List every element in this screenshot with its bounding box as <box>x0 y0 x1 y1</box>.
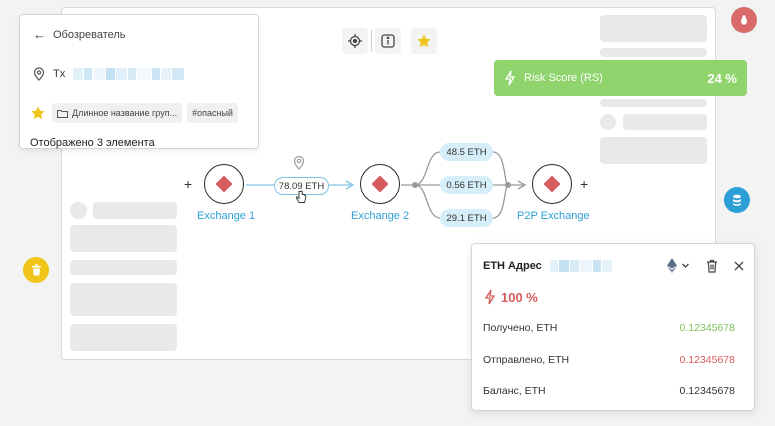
node-exchange-2[interactable] <box>360 164 400 204</box>
risk-score-value: 24 % <box>707 70 737 86</box>
delete-button[interactable] <box>23 257 49 283</box>
alert-button[interactable] <box>731 7 757 33</box>
group-tag[interactable]: Длинное название груп... <box>52 103 183 123</box>
edge-amount-label: 78.09 ETH <box>278 180 325 192</box>
database-icon <box>733 194 741 206</box>
expand-left-button[interactable]: + <box>184 176 193 192</box>
location-pin-icon <box>33 67 45 81</box>
edge-amount-split[interactable]: 0.56 ETH <box>440 176 493 194</box>
balance-value: 0.12345678 <box>679 385 735 397</box>
eth-panel-title-row: ETH Адрес <box>483 260 613 272</box>
location-pin-icon <box>293 155 305 170</box>
trash-icon[interactable] <box>706 259 718 273</box>
edge-amount-split[interactable]: 29.1 ETH <box>440 209 493 227</box>
group-tag-label: Длинное название груп... <box>72 108 178 118</box>
edge-amount-label: 48.5 ETH <box>446 146 487 158</box>
danger-tag-label: #опасный <box>192 108 233 118</box>
close-icon[interactable] <box>734 261 744 271</box>
skeleton-block <box>600 99 707 107</box>
center-view-button[interactable] <box>342 28 368 54</box>
lightning-icon <box>504 70 516 86</box>
info-icon <box>381 34 395 48</box>
layers-button[interactable] <box>724 187 750 213</box>
node-exchange-1[interactable] <box>204 164 244 204</box>
balance-row: Баланс, ETH 0.12345678 <box>483 385 735 397</box>
info-button[interactable] <box>375 28 401 54</box>
node-label-exchange-1: Exchange 1 <box>197 210 256 222</box>
folder-icon <box>57 109 68 118</box>
risk-score-bar[interactable]: Risk Score (RS) 24 % <box>494 60 747 96</box>
received-value: 0.12345678 <box>679 322 735 334</box>
star-icon <box>417 34 431 48</box>
edge-amount-split[interactable]: 48.5 ETH <box>440 143 493 161</box>
trash-icon <box>31 264 41 276</box>
tx-row: Tx <box>33 67 185 81</box>
received-row: Получено, ETH 0.12345678 <box>483 322 735 334</box>
danger-tag[interactable]: #опасный <box>187 103 238 123</box>
tags-row: Длинное название груп... #опасный <box>30 103 243 123</box>
sent-row: Отправлено, ETH 0.12345678 <box>483 354 735 366</box>
eth-risk-score-value: 100 % <box>501 289 538 305</box>
edge-amount-label: 0.56 ETH <box>446 179 487 191</box>
risk-diamond-icon <box>215 175 233 193</box>
edge-amount-label: 29.1 ETH <box>446 212 487 224</box>
graph-toolbar <box>342 28 437 54</box>
skeleton-dot <box>600 114 616 130</box>
eth-risk-score: 100 % <box>484 289 538 305</box>
skeleton-block <box>70 225 177 252</box>
crosshair-icon <box>348 34 362 48</box>
edge-amount-main[interactable]: 78.09 ETH <box>274 177 329 195</box>
sent-label: Отправлено, ETH <box>483 354 570 366</box>
arrow-left-icon: ← <box>33 27 46 42</box>
node-p2p-exchange[interactable] <box>532 164 572 204</box>
skeleton-block <box>70 283 177 316</box>
skeleton-dot <box>70 202 87 219</box>
expand-right-button[interactable]: + <box>580 176 589 192</box>
star-icon[interactable] <box>30 105 46 121</box>
node-label-exchange-2: Exchange 2 <box>351 210 410 222</box>
blurred-address <box>549 260 613 272</box>
skeleton-block <box>600 137 707 164</box>
cursor-hand-icon <box>295 190 307 203</box>
explorer-panel: ← Обозреватель Tx Длинное название груп.… <box>19 14 259 149</box>
skeleton-block <box>623 114 707 130</box>
blurred-hash <box>73 68 185 80</box>
node-label-p2p-exchange: P2P Exchange <box>517 210 590 222</box>
eth-panel-actions <box>667 258 744 273</box>
back-label: Обозреватель <box>53 28 126 41</box>
tx-prefix: Tx <box>53 68 66 80</box>
favorite-button[interactable] <box>411 28 437 54</box>
lightning-icon <box>484 289 496 305</box>
risk-diamond-icon <box>371 175 389 193</box>
skeleton-block <box>70 260 177 275</box>
eth-address-panel: ETH Адрес 100 % Получено, ETH 0.12345678… <box>471 243 755 411</box>
eth-panel-title: ETH Адрес <box>483 260 542 272</box>
risk-score-label: Risk Score (RS) <box>524 72 603 84</box>
bug-icon <box>741 15 747 25</box>
balance-label: Баланс, ETH <box>483 385 546 397</box>
toolbar-divider <box>371 30 372 52</box>
sent-value: 0.12345678 <box>679 354 735 366</box>
risk-diamond-icon <box>543 175 561 193</box>
received-label: Получено, ETH <box>483 322 558 334</box>
items-count: Отображено 3 элемента <box>30 137 155 149</box>
ethereum-icon[interactable] <box>667 258 677 273</box>
skeleton-block <box>93 202 177 219</box>
chevron-down-icon[interactable] <box>681 261 690 270</box>
skeleton-block <box>600 15 707 42</box>
back-link[interactable]: ← Обозреватель <box>33 27 126 42</box>
skeleton-block <box>600 48 707 57</box>
skeleton-block <box>70 324 177 351</box>
